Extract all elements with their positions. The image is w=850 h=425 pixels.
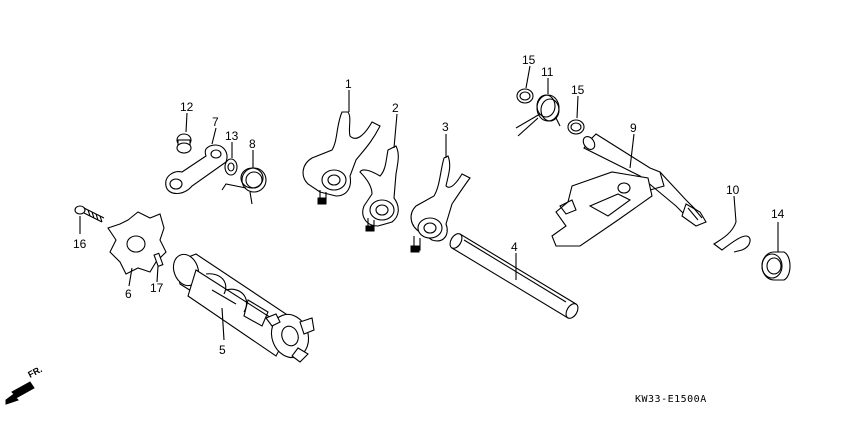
part-14-oil-seal	[761, 251, 791, 281]
part-4-fork-shaft	[449, 233, 579, 319]
callout-3: 3	[442, 120, 449, 134]
callout-labels: 1 2 3 4 5 6 7 8 9 10 11 12 13 14 15 15 1…	[73, 53, 785, 357]
part-17-dowel-pin	[153, 252, 164, 268]
callout-14: 14	[771, 207, 785, 221]
callout-17: 17	[150, 281, 164, 295]
callout-13: 13	[225, 129, 239, 143]
part-12-bolt	[176, 133, 192, 154]
leader-lines	[79, 65, 779, 341]
callout-11: 11	[541, 65, 554, 79]
callout-7: 7	[212, 115, 219, 129]
part-13-washer	[224, 158, 238, 176]
part-9-gearshift-spindle	[551, 133, 707, 247]
part-11-return-spring	[515, 94, 561, 137]
callout-2: 2	[392, 101, 399, 115]
part-15-circlip-upper	[516, 88, 534, 104]
front-arrow-label: FR.	[26, 364, 43, 380]
callout-12: 12	[180, 100, 194, 114]
part-8-stopper-spring	[221, 167, 267, 205]
part-15-circlip-lower	[567, 119, 585, 135]
callout-4: 4	[511, 240, 518, 254]
callout-15-upper: 15	[522, 53, 536, 67]
part-2-shift-fork	[359, 145, 399, 232]
part-6-drum-center	[107, 211, 167, 275]
callout-10: 10	[726, 183, 740, 197]
callout-16: 16	[73, 237, 87, 251]
callout-15-lower: 15	[571, 83, 585, 97]
front-arrow-icon: FR.	[5, 364, 44, 405]
callout-5: 5	[219, 343, 226, 357]
part-10-spring-clip	[713, 221, 751, 253]
callout-1: 1	[345, 77, 352, 91]
part-5-shift-drum	[172, 253, 315, 363]
callout-8: 8	[249, 137, 256, 151]
drawing-code: KW33-E1500A	[635, 394, 707, 405]
part-1-shift-fork	[302, 111, 381, 205]
part-16-bolt	[74, 205, 105, 223]
part-3-shift-fork	[410, 155, 471, 253]
callout-9: 9	[630, 121, 637, 135]
part-7-stopper-arm	[165, 144, 228, 195]
callout-6: 6	[125, 287, 132, 301]
